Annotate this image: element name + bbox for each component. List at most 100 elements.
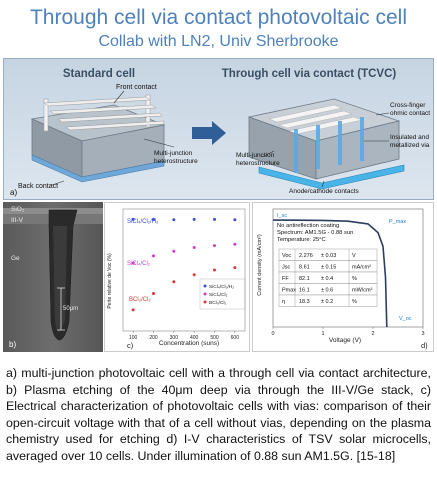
legend-entry-1: SiCl₄/Cl₂/H₂ <box>209 284 234 290</box>
scale-bar-label: 50μm <box>63 306 78 312</box>
chart-c-point-s1 <box>233 242 237 246</box>
panel-b-label: b) <box>9 340 16 349</box>
panel-c-label: c) <box>127 341 134 350</box>
chart-d-tick-label: 2 <box>371 331 374 337</box>
tcvc-title: Through cell via contact (TCVC) <box>222 68 397 80</box>
chart-c-tick-label: 100 <box>129 335 138 341</box>
arrow-icon <box>192 121 226 145</box>
chart-d-tick-label: 1 <box>321 331 324 337</box>
legend-entry-2: SiCl₄/Cl₂ <box>209 292 228 298</box>
chart-d-tick-label: 3 <box>421 331 424 337</box>
front-contact-label: Front contact <box>116 84 157 91</box>
table-row <box>278 294 378 307</box>
chart-c-ylabel: Perte relative de Voc (%) <box>107 253 113 309</box>
panel-d-label: d) <box>421 341 428 350</box>
figure-subtitle: Collab with LN2, Univ Sherbrooke <box>98 33 339 50</box>
table-unit: mW/cm² <box>352 288 373 294</box>
chart-c-point-s0 <box>233 218 237 222</box>
chart-d-ylabel: Current density (mA/cm²) <box>257 234 263 296</box>
chart-c-point-s0 <box>152 217 155 221</box>
chart-c-tick-label: 500 <box>210 335 219 341</box>
condition-line-3: Temperature: 25°C <box>277 237 326 243</box>
chart-c-point-s2 <box>152 291 155 295</box>
chart-d-svg: Current density (mA/cm²) Voltage (V) d) … <box>257 208 428 350</box>
chart-c-point-s1 <box>131 261 135 265</box>
chart-c-tick-label: 600 <box>231 335 240 341</box>
chart-d-xlabel: Voltage (V) <box>329 337 361 344</box>
table-param: Voc <box>282 253 291 259</box>
table-unit: % <box>352 276 357 282</box>
chart-c-tick-label: 200 <box>149 335 158 341</box>
table-value: 82.1 <box>299 276 310 282</box>
table-error: ± 0.2 <box>321 299 333 305</box>
chart-c-point-s1 <box>213 244 216 248</box>
table-unit: % <box>352 299 357 305</box>
panel-row: SiO₂ III-V Ge 50μm b) Perte relative de … <box>3 202 434 352</box>
chart-d-frame <box>272 208 424 328</box>
table-error: ± 0.6 <box>321 288 333 294</box>
chart-c-legend: SiCl₄/Cl₂/H₂ SiCl₄/Cl₂ BCl₃/Cl₂ <box>199 278 246 310</box>
chart-c-point-s1 <box>192 245 196 249</box>
chart-c-point-s2 <box>172 280 176 284</box>
chart-c-tick-label: 300 <box>170 335 179 341</box>
condition-line-2: Spectrum: AM1.5G - 0.88 sun <box>277 230 353 236</box>
parameter-table: Voc 2.276 ± 0.03 V Jsc 8.61 ± 0.15 mA/cm² FF 82.1… <box>278 248 378 307</box>
panel-d-chart: Current density (mA/cm²) Voltage (V) d) … <box>252 202 434 352</box>
table-unit: V <box>352 253 356 259</box>
annotation-sicl4-cl2-h2: SiCl₄/Cl₂/H₂ <box>127 219 159 225</box>
table-unit: mA/cm² <box>352 265 371 271</box>
iv-curve-line <box>272 219 388 328</box>
chart-c-frame <box>122 208 246 332</box>
anode-cathode-label: Anode/cathode contacts <box>289 188 359 195</box>
panel-a-svg: Standard cell Through cell via contact (… <box>10 68 430 197</box>
table-error: ± 0.4 <box>321 276 333 282</box>
back-contact-label: Back contact <box>18 183 58 190</box>
chart-c-point-s0 <box>172 218 176 222</box>
marker-isc: I_sc <box>277 213 287 219</box>
panel-a-schematic: Standard cell Through cell via contact (… <box>3 58 434 200</box>
panel-b-svg: SiO₂ III-V Ge 50μm b) <box>3 202 103 352</box>
figure-caption: a) multi-junction photovoltaic cell with… <box>6 366 431 463</box>
table-value: 2.276 <box>299 253 313 259</box>
table-param: Jsc <box>282 265 291 271</box>
condition-line-1: No antireflection coating <box>277 223 339 229</box>
annotation-sicl4-cl2: SiCl₄/Cl₂ <box>127 261 151 267</box>
table-param: η <box>282 299 285 305</box>
chart-c-xlabel: Concentration (suns) <box>159 340 219 347</box>
table-param: Pmax <box>282 288 296 294</box>
chart-c-point-s0 <box>213 217 216 221</box>
panel-b-sem: SiO₂ III-V Ge 50μm b) <box>3 202 103 352</box>
table-value: 18.3 <box>299 299 310 305</box>
chart-c-tick-label: 400 <box>190 335 199 341</box>
marker-pmax: P_max <box>389 219 406 225</box>
sio2-label: SiO₂ <box>11 206 25 213</box>
chart-c-point-s2 <box>192 273 196 277</box>
table-value: 8.61 <box>299 265 310 271</box>
chart-d-tick-label: 0 <box>271 331 274 337</box>
table-error: ± 0.15 <box>321 265 336 271</box>
standard-cell-title: Standard cell <box>63 68 135 80</box>
standard-cell-drawing <box>30 90 175 186</box>
chart-c-point-s1 <box>172 249 176 253</box>
table-param: FF <box>282 276 289 282</box>
annotation-bcl3-cl2: BCl₃/Cl₂ <box>129 297 151 303</box>
panel-c-chart: Perte relative de Voc (%) Concentration … <box>104 202 250 352</box>
marker-voc: V_oc <box>399 316 412 322</box>
chart-c-point-s2 <box>131 308 135 312</box>
chart-c-point-s1 <box>152 254 155 258</box>
tcvc-drawing <box>247 98 405 190</box>
table-error: ± 0.03 <box>321 253 336 259</box>
chart-c-point-s2 <box>213 268 216 272</box>
figure-title: Through cell via contact photovoltaic ce… <box>29 6 408 29</box>
chart-c-svg: Perte relative de Voc (%) Concentration … <box>107 208 246 350</box>
chart-c-point-s0 <box>192 217 196 221</box>
panel-a-label: a) <box>10 188 17 197</box>
iii-v-label: III-V <box>11 217 24 224</box>
ge-label: Ge <box>11 255 20 262</box>
chart-c-point-s0 <box>131 217 135 221</box>
chart-c-point-s2 <box>233 266 237 270</box>
